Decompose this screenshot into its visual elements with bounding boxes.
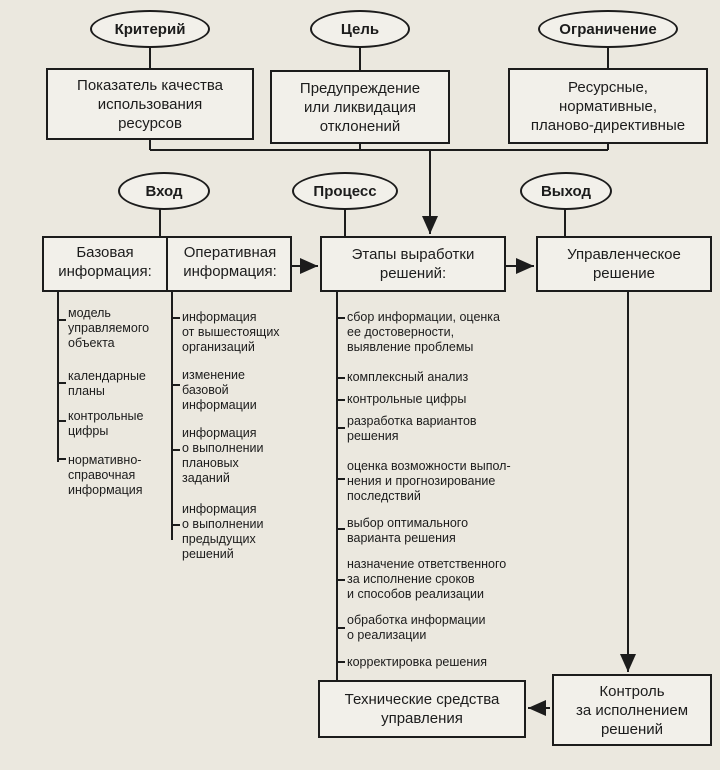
process-step: контрольные цифры — [347, 392, 467, 406]
process-step: комплексный анализ — [347, 370, 469, 384]
process-box: Этапы выработки решений: — [320, 236, 506, 292]
tech-means-box: Технические средства управления — [318, 680, 526, 738]
constraint-box: Ресурсные, нормативные, планово-директив… — [508, 68, 708, 144]
output-box: Управленческое решение — [536, 236, 712, 292]
process-oval: Процесс — [292, 172, 398, 210]
operative-info-item: информация о выполнении предыдущих решен… — [182, 502, 264, 561]
criterion-box: Показатель качества использования ресурс… — [46, 68, 254, 140]
process-step: выбор оптимального варианта решения — [347, 516, 469, 545]
criterion-oval: Критерий — [90, 10, 210, 48]
base-info-item: календарные планы — [68, 369, 146, 398]
base-info-title: Базовая информация: — [58, 244, 152, 280]
constraint-oval: Ограничение — [538, 10, 678, 48]
operative-info-item: информация о выполнении плановых заданий — [182, 426, 264, 485]
process-step: корректировка решения — [347, 655, 487, 669]
output-oval: Выход — [520, 172, 612, 210]
process-step: обработка информации о реализации — [347, 613, 486, 642]
process-step: разработка вариантов решения — [347, 414, 477, 443]
input-divider — [166, 236, 168, 292]
operative-info-item: информация от вышестоящих организаций — [182, 310, 280, 354]
input-oval: Вход — [118, 172, 210, 210]
control-box: Контроль за исполнением решений — [552, 674, 712, 746]
base-info-item: модель управляемого объекта — [68, 306, 150, 350]
base-info-item: контрольные цифры — [68, 409, 144, 438]
process-step: назначение ответственного за исполнение … — [347, 557, 507, 601]
process-step: оценка возможности выпол- нения и прогно… — [347, 459, 511, 503]
goal-oval: Цель — [310, 10, 410, 48]
operative-info-item: изменение базовой информации — [182, 368, 257, 412]
process-step: сбор информации, оценка ее достоверности… — [347, 310, 500, 354]
goal-box: Предупреждение или ликвидация отклонений — [270, 70, 450, 144]
operative-info-title: Оперативная информация: — [183, 244, 277, 280]
base-info-item: нормативно- справочная информация — [68, 453, 143, 497]
